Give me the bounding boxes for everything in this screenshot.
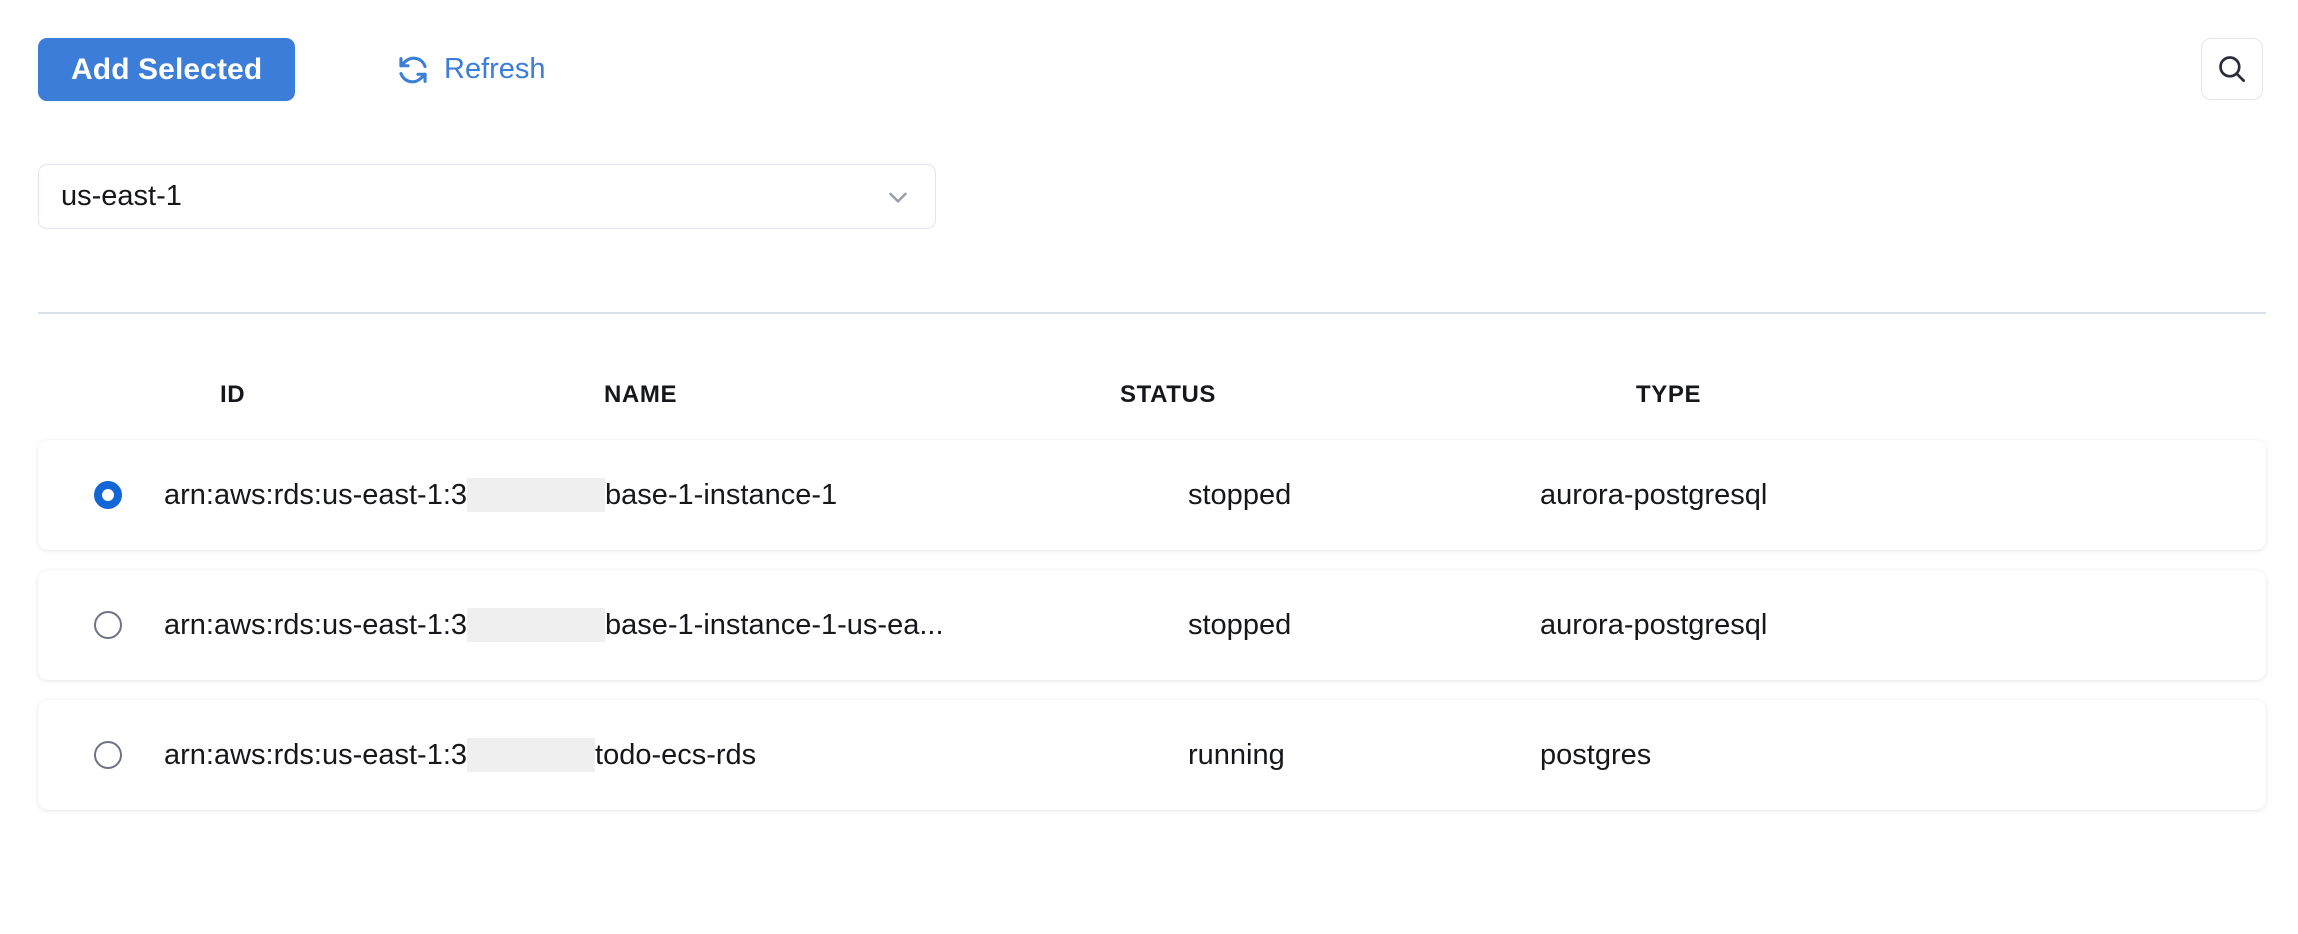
instances-table: ID NAME STATUS TYPE arn:aws:rds:us-east-… <box>38 350 2266 830</box>
radio-cell <box>94 741 164 769</box>
table-row[interactable]: arn:aws:rds:us-east-1:3 todo-ecs-rdsrunn… <box>38 700 2266 810</box>
add-selected-button[interactable]: Add Selected <box>38 38 295 101</box>
cell-id: arn:aws:rds:us-east-1:3 todo-ecs-rds <box>164 738 1188 772</box>
cell-type: aurora-postgresql <box>1540 611 2266 640</box>
cell-type: postgres <box>1540 741 2266 770</box>
region-select[interactable]: us-east-1 <box>38 164 936 229</box>
cell-status: running <box>1188 741 1540 770</box>
arn-prefix: arn:aws:rds:us-east-1:3 <box>164 481 467 510</box>
cell-type: aurora-postgresql <box>1540 481 2266 510</box>
cell-status: stopped <box>1188 481 1540 510</box>
column-header-type: TYPE <box>1636 381 2152 409</box>
arn-suffix: base-1-instance-1-us-ea... <box>605 611 944 640</box>
region-select-value: us-east-1 <box>61 182 883 211</box>
search-button[interactable] <box>2201 38 2263 100</box>
row-radio-button[interactable] <box>94 481 122 509</box>
arn-prefix: arn:aws:rds:us-east-1:3 <box>164 611 467 640</box>
table-row[interactable]: arn:aws:rds:us-east-1:3 base-1-instance-1… <box>38 570 2266 680</box>
search-icon <box>2215 52 2249 86</box>
radio-cell <box>94 481 164 509</box>
refresh-button[interactable]: Refresh <box>396 38 546 101</box>
column-header-id: ID <box>94 381 604 409</box>
cell-id: arn:aws:rds:us-east-1:3 base-1-instance-1… <box>164 608 1188 642</box>
cell-status: stopped <box>1188 611 1540 640</box>
table-header-row: ID NAME STATUS TYPE <box>38 350 2266 440</box>
section-divider <box>38 312 2266 314</box>
toolbar: Add Selected Refresh <box>0 0 2298 120</box>
radio-cell <box>94 611 164 639</box>
refresh-label: Refresh <box>444 55 546 84</box>
redacted-account-id <box>467 478 605 512</box>
row-radio-button[interactable] <box>94 611 122 639</box>
arn-suffix: base-1-instance-1 <box>605 481 837 510</box>
table-body: arn:aws:rds:us-east-1:3 base-1-instance-1… <box>38 440 2266 810</box>
arn-prefix: arn:aws:rds:us-east-1:3 <box>164 741 467 770</box>
column-header-name: NAME <box>604 381 1120 409</box>
redacted-account-id <box>467 738 595 772</box>
arn-suffix: todo-ecs-rds <box>595 741 756 770</box>
row-radio-button[interactable] <box>94 741 122 769</box>
chevron-down-icon <box>883 182 913 212</box>
refresh-icon <box>396 53 430 87</box>
cell-id: arn:aws:rds:us-east-1:3 base-1-instance-1 <box>164 478 1188 512</box>
table-row[interactable]: arn:aws:rds:us-east-1:3 base-1-instance-1… <box>38 440 2266 550</box>
redacted-account-id <box>467 608 605 642</box>
column-header-status: STATUS <box>1120 381 1636 409</box>
